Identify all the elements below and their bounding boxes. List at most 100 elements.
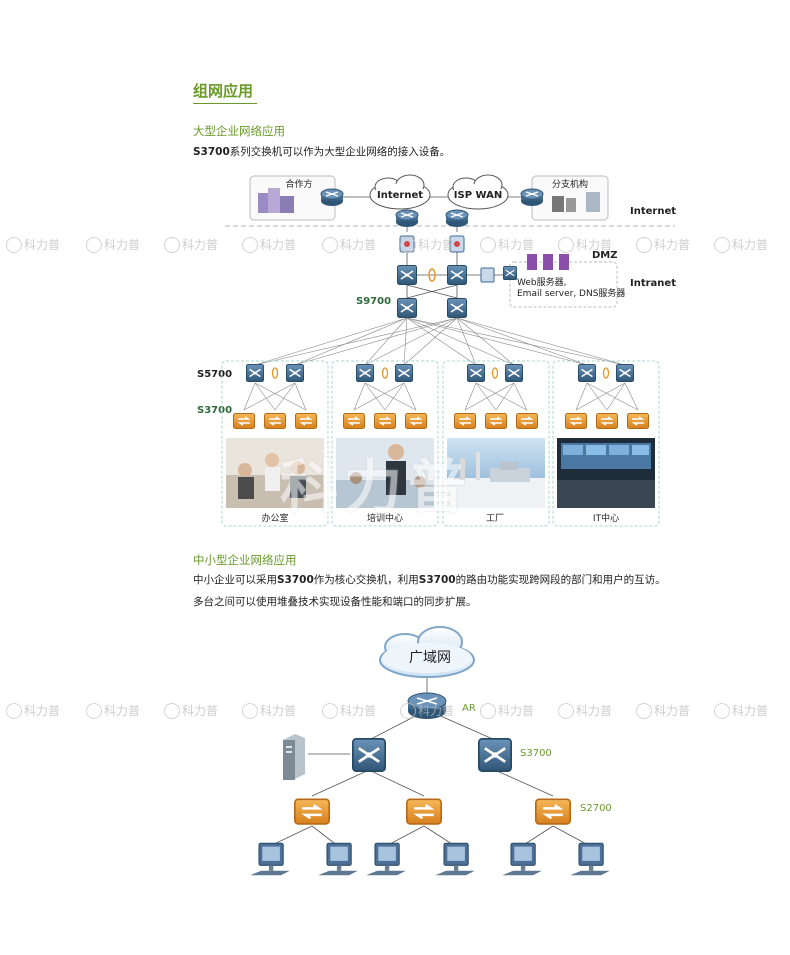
small-desc-model2: S3700 (418, 574, 456, 586)
core-switch-1-icon (397, 265, 417, 285)
watermark-logo-icon (714, 702, 730, 719)
watermark-text: 科力普 (340, 704, 377, 718)
watermark-text: 科力普 (418, 704, 455, 718)
s2700-right-icon (535, 798, 571, 825)
ar-router-icon (407, 692, 447, 719)
dmz-firewall-icon (480, 267, 495, 283)
zone-it-center (552, 360, 660, 527)
internet-zone-label: Internet (630, 206, 676, 217)
watermark-text: 科力普 (340, 238, 377, 252)
watermark-r1-4: 科力普 (242, 236, 296, 253)
large-desc-model: S3700 (193, 146, 230, 158)
pc-2-icon (317, 842, 359, 876)
watermark-text: 科力普 (104, 704, 141, 718)
large-enterprise-title: 大型企业网络应用 (193, 124, 285, 138)
watermark-r1-3: 科力普 (164, 236, 218, 253)
watermark-r2-5: 科力普 (322, 702, 376, 719)
server-icon (283, 734, 305, 780)
s3700-core-left-icon (352, 738, 386, 772)
s2700-middle-icon (406, 798, 442, 825)
core-switch-2-icon (447, 265, 467, 285)
watermark-r1-5: 科力普 (322, 236, 376, 253)
s3700-label-small: S3700 (520, 748, 552, 759)
pc-3-icon (365, 842, 407, 876)
core-switch-3-icon (397, 298, 417, 318)
dmz-switch-icon (503, 266, 517, 280)
watermark-logo-icon (558, 236, 574, 253)
dmz-label: DMZ (592, 250, 618, 261)
watermark-logo-icon (480, 702, 496, 719)
small-desc-part1: 中小企业可以采用 (193, 574, 277, 586)
small-desc-model1: S3700 (277, 574, 314, 586)
s9700-label: S9700 (356, 296, 391, 307)
s3700-core-right-icon (478, 738, 512, 772)
watermark-text: 科力普 (182, 238, 219, 252)
watermark-text: 科力普 (104, 238, 141, 252)
small-enterprise-title: 中小型企业网络应用 (193, 553, 297, 567)
watermark-text: 科力普 (418, 238, 455, 252)
watermark-logo-icon (164, 236, 180, 253)
servers-label-line2: Email server, DNS服务器 (517, 287, 625, 299)
watermark-logo-icon (242, 236, 258, 253)
s5700-label: S5700 (197, 369, 232, 380)
dmz-box (509, 261, 618, 308)
pc-6-icon (569, 842, 611, 876)
watermark-logo-icon (86, 702, 102, 719)
watermark-r2-1: 科力普 (6, 702, 60, 719)
watermark-text: 科力普 (24, 238, 61, 252)
intranet-label: Intranet (630, 278, 676, 289)
watermark-r2-3: 科力普 (164, 702, 218, 719)
ar-label: AR (462, 703, 476, 714)
zone-training-label: 培训中心 (367, 512, 403, 524)
servers-label-line1: Web服务器, (517, 276, 566, 288)
watermark-r2-6: 科力普 (400, 702, 454, 719)
zone-office-label: 办公室 (261, 512, 288, 524)
watermark-r2-2: 科力普 (86, 702, 140, 719)
stack-link-icon (428, 268, 436, 282)
branch-label: 分支机构 (552, 178, 588, 190)
watermark-logo-icon (164, 702, 180, 719)
edge-router-right-icon (445, 209, 469, 228)
watermark-logo-icon (322, 702, 338, 719)
watermark-r1-7: 科力普 (480, 236, 534, 253)
pc-1-icon (249, 842, 291, 876)
watermark-logo-icon (6, 702, 22, 719)
small-desc-part2: 作为核心交换机，利用 (313, 574, 419, 586)
watermark-text: 科力普 (576, 704, 613, 718)
watermark-r1-1: 科力普 (6, 236, 60, 253)
watermark-text: 科力普 (654, 704, 691, 718)
watermark-r1-6: 科力普 (400, 236, 454, 253)
watermark-logo-icon (480, 236, 496, 253)
watermark-text: 科力普 (260, 238, 297, 252)
watermark-logo-icon (322, 236, 338, 253)
watermark-logo-icon (400, 236, 416, 253)
partner-label: 合作方 (285, 178, 312, 190)
watermark-text: 科力普 (498, 238, 535, 252)
watermark-large: 科力普 (280, 453, 473, 521)
core-switch-4-icon (447, 298, 467, 318)
watermark-text: 科力普 (260, 704, 297, 718)
zone-office (221, 360, 329, 527)
section-title-underline (193, 103, 257, 104)
dns-server-icon (559, 254, 569, 270)
watermark-text: 科力普 (498, 704, 535, 718)
watermark-logo-icon (6, 236, 22, 253)
pc-4-icon (434, 842, 476, 876)
large-desc-rest: 系列交换机可以作为大型企业网络的接入设备。 (229, 146, 451, 158)
watermark-logo-icon (558, 702, 574, 719)
watermark-r2-8: 科力普 (558, 702, 612, 719)
watermark-logo-icon (242, 702, 258, 719)
small-enterprise-diagram: 广域网 AR S3700 S2700 (249, 626, 612, 876)
zone-it-center-label: IT中心 (593, 512, 619, 524)
watermark-text: 科力普 (182, 704, 219, 718)
branch-router-icon (520, 188, 544, 207)
watermark-logo-icon (714, 236, 730, 253)
pc-5-icon (501, 842, 543, 876)
web-server-icon (527, 254, 537, 270)
edge-router-left-icon (395, 209, 419, 228)
watermark-r2-9: 科力普 (636, 702, 690, 719)
watermark-logo-icon (86, 236, 102, 253)
s3700-label: S3700 (197, 405, 232, 416)
s2700-left-icon (294, 798, 330, 825)
isp-wan-cloud-icon (447, 174, 509, 210)
